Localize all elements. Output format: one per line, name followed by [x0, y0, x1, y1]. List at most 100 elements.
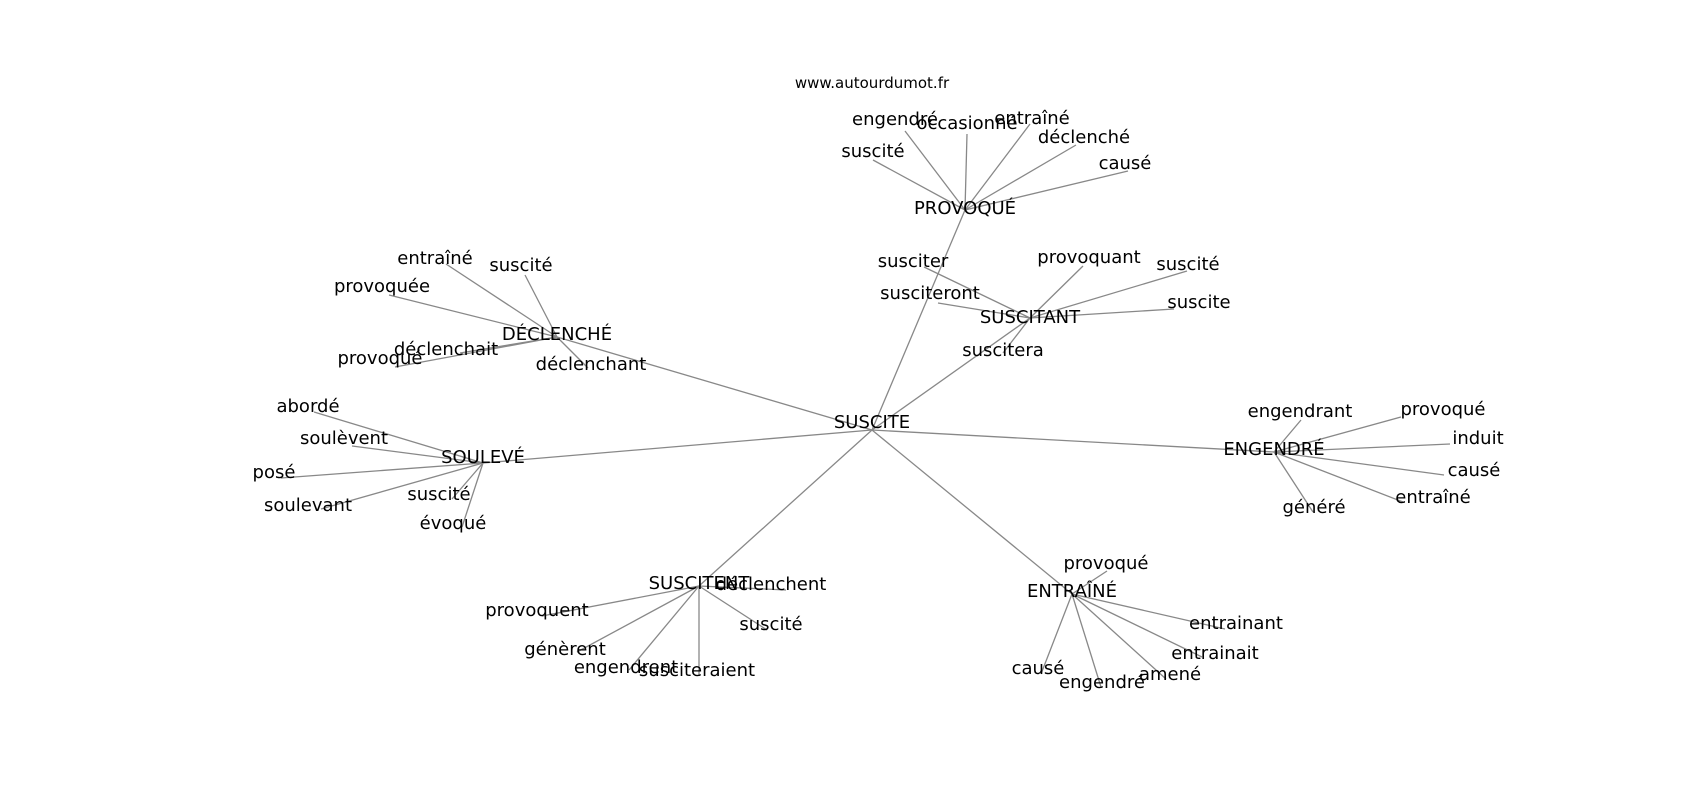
- leaf-word[interactable]: déclenchait: [394, 339, 498, 360]
- edge-hub-leaf: [556, 336, 589, 369]
- edge-hub-leaf: [1273, 451, 1314, 513]
- edge-hub-leaf: [1029, 270, 1188, 319]
- edge-hub-leaf: [1273, 443, 1451, 453]
- hub-word[interactable]: SUSCITANT: [980, 307, 1081, 328]
- edge-hub-leaf: [451, 462, 484, 500]
- leaf-word[interactable]: suscité: [489, 255, 552, 276]
- leaf-word[interactable]: suscité: [407, 484, 470, 505]
- leaf-word[interactable]: provoqué: [1400, 399, 1485, 420]
- edge-center-hub: [698, 429, 873, 587]
- edge-hub-leaf: [923, 266, 1031, 319]
- edge-hub-leaf: [1040, 593, 1073, 675]
- edge-center-hub: [871, 209, 966, 431]
- edge-hub-leaf: [1071, 593, 1203, 658]
- leaf-word[interactable]: suscite: [1167, 292, 1230, 313]
- leaf-word[interactable]: engendré: [852, 109, 938, 130]
- leaf-word[interactable]: entraîné: [397, 248, 472, 269]
- edge-hub-leaf: [388, 294, 558, 338]
- leaf-word[interactable]: occasionné: [916, 113, 1017, 134]
- leaf-word[interactable]: posé: [253, 462, 296, 483]
- center-word[interactable]: SUSCITE: [834, 412, 910, 433]
- leaf-word[interactable]: généré: [1282, 497, 1345, 518]
- edge-hub-leaf: [461, 462, 484, 528]
- edge-hub-leaf: [1273, 451, 1445, 476]
- leaf-word[interactable]: déclenchent: [716, 574, 827, 595]
- leaf-word[interactable]: entraîné: [1395, 487, 1470, 508]
- edge-hub-leaf: [524, 274, 558, 338]
- leaf-word[interactable]: provoqué: [1063, 553, 1148, 574]
- edge-center-hub: [871, 429, 1073, 595]
- graph-edges: [280, 123, 1451, 688]
- edge-hub-leaf: [1029, 308, 1175, 319]
- edge-hub-leaf: [313, 411, 484, 464]
- hub-word[interactable]: DÉCLENCHÉ: [502, 323, 612, 345]
- leaf-word[interactable]: engendré: [1059, 672, 1145, 693]
- leaf-word[interactable]: susciteront: [880, 283, 980, 304]
- leaf-word[interactable]: causé: [1012, 658, 1065, 679]
- hub-word[interactable]: PROVOQUÉ: [914, 197, 1016, 219]
- leaf-word[interactable]: suscité: [739, 614, 802, 635]
- graph-labels: SUSCITEPROVOQUÉengendréoccasionnéentraîn…: [253, 108, 1504, 693]
- leaf-word[interactable]: entrainait: [1171, 643, 1258, 664]
- leaf-word[interactable]: causé: [1448, 460, 1501, 481]
- leaf-word[interactable]: entrainant: [1189, 613, 1283, 634]
- edge-hub-leaf: [628, 585, 700, 671]
- edge-center-hub: [871, 429, 1275, 453]
- leaf-word[interactable]: suscité: [841, 141, 904, 162]
- leaf-word[interactable]: provoquée: [334, 276, 430, 297]
- edge-hub-leaf: [445, 263, 558, 338]
- leaf-word[interactable]: susciter: [878, 251, 949, 272]
- leaf-word[interactable]: déclenchant: [536, 354, 647, 375]
- edge-hub-leaf: [1029, 265, 1084, 319]
- edge-hub-leaf: [698, 585, 768, 631]
- edge-hub-leaf: [320, 462, 484, 510]
- leaf-word[interactable]: soulevant: [264, 495, 352, 516]
- edge-hub-leaf: [964, 170, 1129, 211]
- leaf-word[interactable]: amené: [1139, 664, 1201, 685]
- edge-hub-leaf: [904, 130, 966, 211]
- edge-hub-leaf: [937, 302, 1031, 319]
- edge-hub-leaf: [698, 585, 787, 591]
- hub-word[interactable]: ENTRAÎNÉ: [1027, 580, 1117, 602]
- edge-hub-leaf: [964, 123, 1031, 211]
- leaf-word[interactable]: entraîné: [994, 108, 1069, 129]
- edge-hub-leaf: [1071, 593, 1226, 630]
- edge-center-hub: [482, 429, 873, 464]
- edge-hub-leaf: [1071, 570, 1108, 595]
- leaf-word[interactable]: évoqué: [420, 513, 487, 534]
- edge-hub-leaf: [1071, 593, 1102, 688]
- leaf-word[interactable]: suscité: [1156, 254, 1219, 275]
- edge-hub-leaf: [576, 585, 700, 653]
- leaf-word[interactable]: engendrant: [1248, 401, 1353, 422]
- leaf-word[interactable]: génèrent: [524, 639, 606, 660]
- leaf-word[interactable]: causé: [1099, 153, 1152, 174]
- leaf-word[interactable]: induit: [1452, 428, 1503, 449]
- edge-hub-leaf: [1273, 419, 1302, 453]
- leaf-word[interactable]: abordé: [276, 396, 339, 417]
- leaf-word[interactable]: déclenché: [1038, 127, 1130, 148]
- edge-hub-leaf: [872, 159, 966, 211]
- leaf-word[interactable]: provoquant: [1037, 247, 1140, 268]
- leaf-word[interactable]: engendrent: [574, 657, 678, 678]
- hub-word[interactable]: SOULEVÉ: [441, 446, 525, 468]
- edge-hub-leaf: [351, 445, 484, 464]
- leaf-word[interactable]: soulèvent: [300, 428, 388, 449]
- edge-hub-leaf: [1002, 317, 1031, 354]
- leaf-word[interactable]: provoquent: [485, 600, 588, 621]
- hub-word[interactable]: ENGENDRÉ: [1223, 438, 1324, 460]
- edge-hub-leaf: [1071, 593, 1167, 680]
- hub-word[interactable]: SUSCITENT: [649, 573, 751, 594]
- edge-hub-leaf: [1273, 451, 1404, 503]
- leaf-word[interactable]: provoqué: [337, 348, 422, 369]
- watermark: www.autourdumot.fr: [795, 74, 950, 92]
- edge-hub-leaf: [394, 336, 558, 368]
- leaf-word[interactable]: susciteraient: [639, 660, 755, 681]
- edge-center-hub: [556, 336, 873, 431]
- edge-center-hub: [871, 317, 1031, 431]
- leaf-word[interactable]: suscitera: [962, 340, 1044, 361]
- edge-hub-leaf: [1273, 416, 1402, 453]
- edge-hub-leaf: [541, 585, 700, 617]
- edge-hub-leaf: [964, 133, 968, 211]
- edge-hub-leaf: [964, 144, 1077, 211]
